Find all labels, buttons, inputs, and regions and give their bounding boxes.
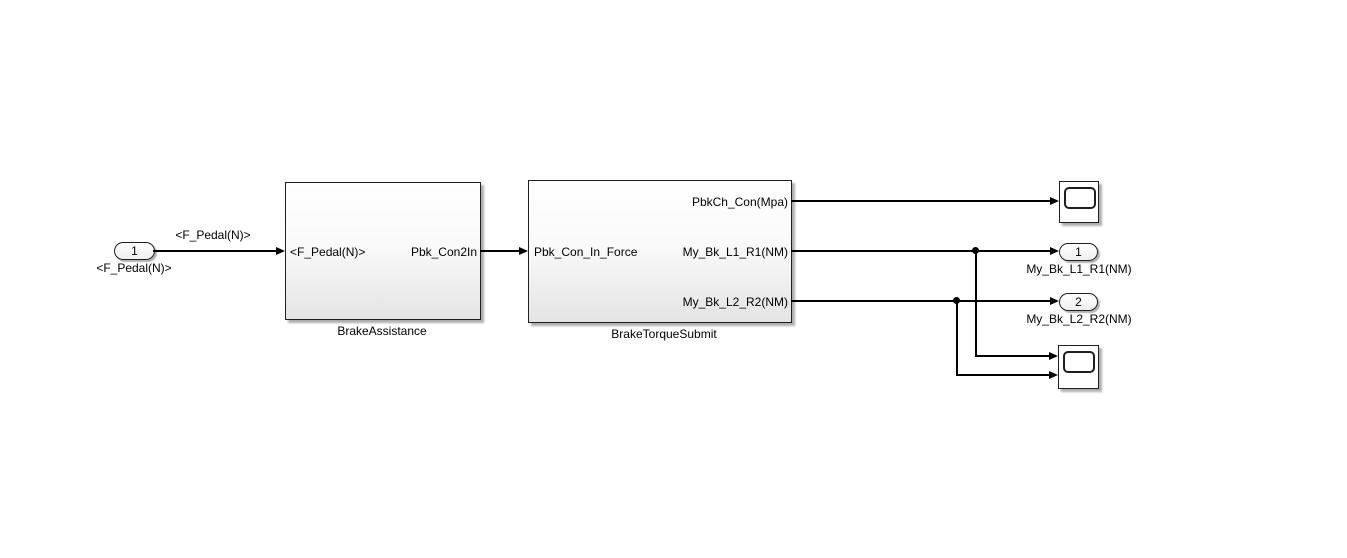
wire-branch-l1-r1-to-scope2[interactable] <box>975 355 1052 357</box>
inport-1-label: <F_Pedal(N)> <box>96 261 172 275</box>
brake-torque-submit-output3-label: My_Bk_L2_R2(NM) <box>682 295 788 309</box>
arrowhead-icon <box>276 247 285 255</box>
arrowhead-icon <box>1050 297 1059 305</box>
wire-my-bk-l1-r1-to-outport1[interactable] <box>791 250 1052 252</box>
wire-junction-dot <box>953 297 960 304</box>
arrowhead-icon <box>1049 371 1058 379</box>
brake-assistance-block-name[interactable]: BrakeAssistance <box>337 324 427 338</box>
brake-torque-submit-output1-label: PbkCh_Con(Mpa) <box>691 195 788 209</box>
wire-junction-dot <box>972 247 979 254</box>
inport-1-block[interactable]: 1 <box>114 242 155 260</box>
brake-torque-submit-block[interactable]: Pbk_Con_In_Force PbkCh_Con(Mpa) My_Bk_L1… <box>528 180 792 323</box>
brake-assistance-input-port-label: <F_Pedal(N)> <box>290 245 366 259</box>
wire-branch-l1-r1-to-scope2[interactable] <box>975 251 977 356</box>
scope-block-top[interactable] <box>1059 181 1099 223</box>
brake-torque-submit-input-port-label: Pbk_Con_In_Force <box>534 245 638 259</box>
wire-branch-l2-r2-to-scope2[interactable] <box>956 374 1052 376</box>
arrowhead-icon <box>1050 197 1059 205</box>
wire-branch-l2-r2-to-scope2[interactable] <box>956 301 958 375</box>
wire-pbkch-con-to-scope[interactable] <box>791 200 1052 202</box>
scope-screen-icon <box>1064 187 1096 209</box>
wire-inport-to-brakeassistance[interactable] <box>153 250 278 252</box>
brake-assistance-output-port-label: Pbk_Con2In <box>410 245 477 259</box>
outport-1-block[interactable]: 1 <box>1059 243 1098 261</box>
brake-torque-submit-output2-label: My_Bk_L1_R1(NM) <box>682 245 788 259</box>
scope-screen-icon <box>1063 351 1095 373</box>
scope-block-bottom[interactable] <box>1058 345 1099 389</box>
wire-my-bk-l2-r2-to-outport2[interactable] <box>791 300 1052 302</box>
arrowhead-icon <box>1049 352 1058 360</box>
arrowhead-icon <box>519 247 528 255</box>
outport-2-label: My_Bk_L2_R2(NM) <box>1026 312 1132 326</box>
brake-torque-submit-block-name[interactable]: BrakeTorqueSubmit <box>611 327 717 341</box>
outport-2-block[interactable]: 2 <box>1059 293 1098 311</box>
wire-brakeassistance-to-braketorquesubmit[interactable] <box>480 250 521 252</box>
arrowhead-icon <box>1050 247 1059 255</box>
outport-1-label: My_Bk_L1_R1(NM) <box>1026 262 1132 276</box>
brake-assistance-block[interactable]: <F_Pedal(N)> Pbk_Con2In <box>285 182 481 320</box>
signal-name-label: <F_Pedal(N)> <box>175 228 251 242</box>
